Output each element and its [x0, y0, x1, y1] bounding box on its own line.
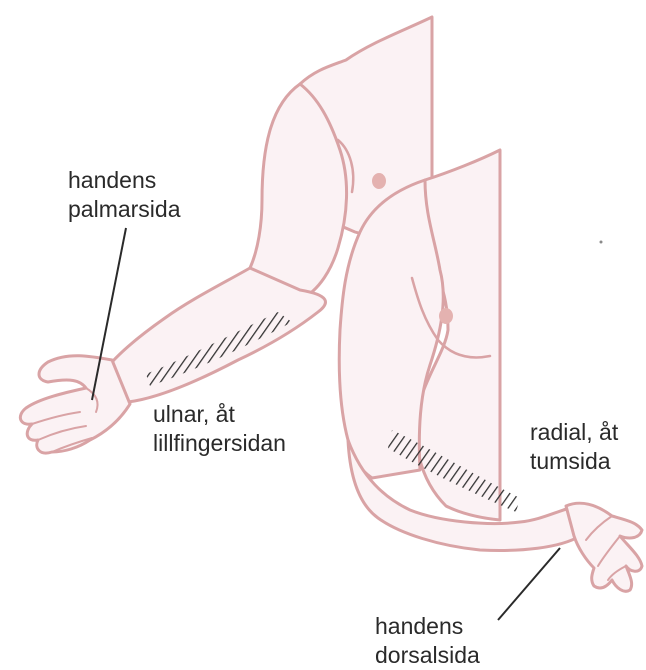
label-ulnar-side: ulnar, åt lillfingersidan: [153, 400, 286, 458]
front-figure: [339, 150, 642, 591]
stray-dot: [600, 241, 603, 244]
label-ulnar-line1: ulnar, åt: [153, 400, 286, 429]
label-radial-line2: tumsida: [530, 447, 618, 476]
label-palmar-line2: palmarsida: [68, 195, 181, 224]
back-forearm: [112, 268, 325, 402]
label-dorsal-line1: handens: [375, 612, 480, 641]
label-palmar-line1: handens: [68, 166, 181, 195]
label-dorsal-side: handens dorsalsida: [375, 612, 480, 670]
label-radial-side: radial, åt tumsida: [530, 418, 618, 476]
back-nipple: [372, 173, 386, 189]
label-palmar-side: handens palmarsida: [68, 166, 181, 224]
front-hand: [566, 503, 642, 591]
back-hand: [20, 356, 130, 453]
front-nipple: [439, 308, 453, 324]
label-radial-line1: radial, åt: [530, 418, 618, 447]
label-dorsal-line2: dorsalsida: [375, 641, 480, 670]
dorsal-leader-line: [498, 548, 560, 620]
label-ulnar-line2: lillfingersidan: [153, 429, 286, 458]
